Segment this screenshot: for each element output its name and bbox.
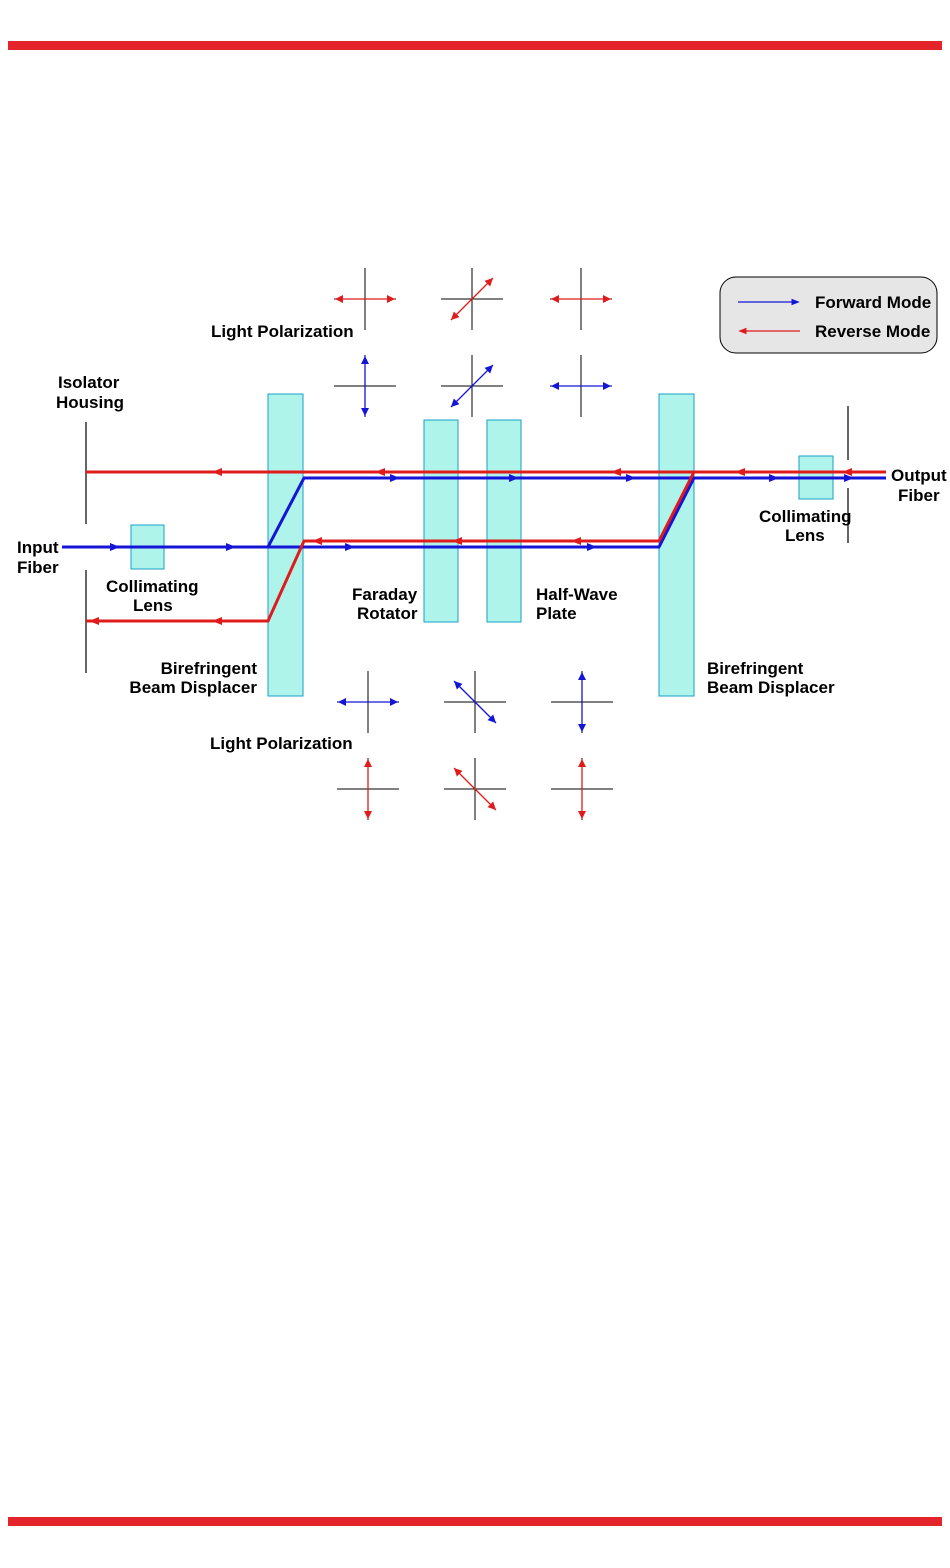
collimating-lens-left-label-1: Collimating [106, 577, 199, 596]
reverse-beam-upper-arrow-5 [212, 468, 222, 476]
polarization-state-top-row-2-2 [441, 355, 503, 417]
isolator-housing-label-1: Isolator [58, 373, 120, 392]
beam-paths [62, 468, 886, 625]
faraday-rotator [424, 420, 458, 622]
polarization-state-bottom-row-2-3 [551, 758, 613, 820]
birefringent-displacer-left [268, 394, 303, 696]
polarization-arrow-head-b [551, 382, 559, 390]
polarization-arrow-head-b [578, 672, 586, 680]
forward-beam-input-arrow-6 [769, 474, 779, 482]
forward-beam-input-arrow-3 [390, 474, 400, 482]
reverse-beam-lower-arrow-3 [312, 537, 322, 545]
collimating-lens-left-label-2: Lens [133, 596, 173, 615]
forward-beam-lower-arrow-1 [345, 543, 355, 551]
polarization-state-top-row-1-2 [441, 268, 503, 330]
forward-beam-input-arrow-2 [226, 543, 236, 551]
polarization-state-bottom-row-2-1 [337, 758, 399, 820]
collimating-lens-right-label-2: Lens [785, 526, 825, 545]
collimating-lens-right-label-1: Collimating [759, 507, 852, 526]
faraday-rotator-label-1: Faraday [352, 585, 418, 604]
polarization-arrow-head-a [603, 382, 611, 390]
birefringent-left-label-1: Birefringent [161, 659, 258, 678]
birefringent-displacer-right [659, 394, 694, 696]
polarization-arrow-head-a [390, 698, 398, 706]
input-fiber-label-1: Input [17, 538, 59, 557]
polarization-arrow-head-b [335, 295, 343, 303]
half-wave-plate-label-2: Plate [536, 604, 577, 623]
forward-beam-input-arrow-5 [626, 474, 636, 482]
polarization-state-top-row-2-1 [334, 355, 396, 417]
polarization-state-bottom-row-1-3 [551, 671, 613, 733]
polarization-arrow-head-a [578, 811, 586, 819]
reverse-beam-upper-arrow-2 [735, 468, 745, 476]
polarization-state-bottom-row-1-2 [444, 671, 506, 733]
polarization-state-bottom-row-2-2 [444, 758, 506, 820]
reverse-beam-lower-arrow-5 [89, 617, 99, 625]
reverse-beam-upper-arrow-4 [375, 468, 385, 476]
polarization-arrow-head-b [578, 759, 586, 767]
forward-beam-lower-arrow-2 [587, 543, 597, 551]
polarization-arrow-head-b [338, 698, 346, 706]
polarization-arrow-head-b [361, 356, 369, 364]
legend-reverse-label: Reverse Mode [815, 322, 930, 341]
legend: Forward Mode Reverse Mode [720, 277, 937, 353]
polarization-arrow-head-b [364, 759, 372, 767]
polarization-arrow-head-a [387, 295, 395, 303]
polarization-arrow-head-a [578, 724, 586, 732]
output-fiber-label-1: Output [891, 466, 947, 485]
polarization-arrow-head-b [551, 295, 559, 303]
polarization-state-top-row-2-3 [550, 355, 612, 417]
polarization-arrow-head-a [361, 408, 369, 416]
reverse-beam-lower-arrow-1 [571, 537, 581, 545]
polarization-arrow-head-a [603, 295, 611, 303]
isolator-housing-label-2: Housing [56, 393, 124, 412]
output-fiber-label-2: Fiber [898, 486, 940, 505]
birefringent-right-label-1: Birefringent [707, 659, 804, 678]
polarization-state-top-row-1-1 [334, 268, 396, 330]
forward-beam-lower [268, 478, 694, 547]
forward-beam-input-arrow-1 [110, 543, 120, 551]
half-wave-plate [487, 420, 521, 622]
forward-beam-input-arrow-7 [844, 474, 854, 482]
reverse-beam-upper-arrow-1 [842, 468, 852, 476]
reverse-beam-upper-arrow-3 [611, 468, 621, 476]
polarization-arrow-head-a [364, 811, 372, 819]
light-polarization-top-label: Light Polarization [211, 322, 354, 341]
polarization-indicators [334, 268, 613, 820]
reverse-beam-lower-arrow-4 [212, 617, 222, 625]
polarization-state-top-row-1-3 [550, 268, 612, 330]
birefringent-left-label-2: Beam Displacer [129, 678, 257, 697]
light-polarization-bottom-label: Light Polarization [210, 734, 353, 753]
legend-forward-label: Forward Mode [815, 293, 931, 312]
input-fiber-label-2: Fiber [17, 558, 59, 577]
half-wave-plate-label-1: Half-Wave [536, 585, 618, 604]
polarization-state-bottom-row-1-1 [337, 671, 399, 733]
birefringent-right-label-2: Beam Displacer [707, 678, 835, 697]
faraday-rotator-label-2: Rotator [357, 604, 418, 623]
